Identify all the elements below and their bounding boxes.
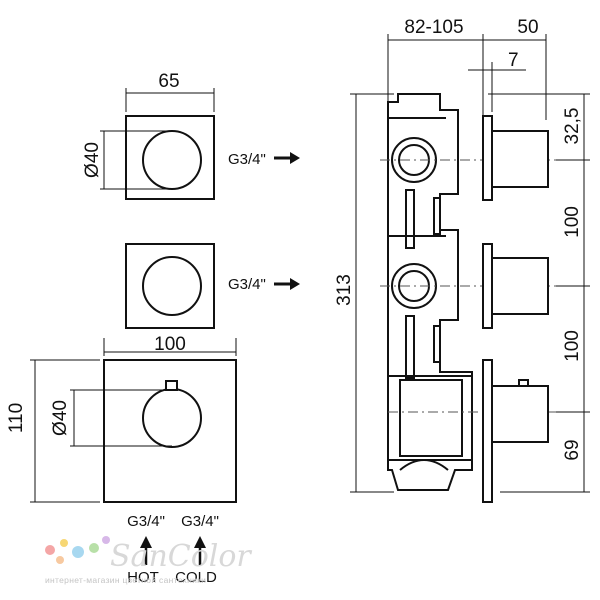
bottom-plate-dimensions <box>30 338 237 503</box>
bottom-plate-handle-tab <box>165 380 178 391</box>
bottom-plate-width-label: 100 <box>154 334 186 355</box>
bottom-plate-diameter-label: Ø40 <box>50 400 71 436</box>
hot-inlet-arrow-icon <box>140 536 152 565</box>
middle-connection-arrow-icon <box>274 278 300 290</box>
side-view-dimension-lines <box>350 34 590 493</box>
valve-cartridge-slot-1 <box>405 189 415 249</box>
plate-depth-label: 50 <box>517 17 538 38</box>
top-plate-diameter-label: Ø40 <box>82 142 103 178</box>
bottom-handle-tab-side <box>518 379 529 387</box>
spacing-1-label: 100 <box>562 206 583 238</box>
valve-cartridge-slot-2 <box>405 315 415 379</box>
top-plate-dimensions <box>100 88 215 190</box>
wall-plates <box>482 115 493 503</box>
watermark-brand: SanColor <box>110 539 252 574</box>
middle-plate-handle <box>142 256 202 316</box>
wall-plate-middle <box>482 243 493 329</box>
top-plate-front-view <box>125 115 215 200</box>
handles-side-view <box>491 130 549 443</box>
watermark: SanColor интернет-магазин цветной сантех… <box>45 536 252 585</box>
top-plate-outline <box>125 115 215 200</box>
valve-side-fin-2 <box>433 325 441 363</box>
middle-plate-outline <box>125 243 215 329</box>
hot-label: HOT <box>127 569 159 586</box>
cold-inlet-arrow-icon <box>194 536 206 565</box>
bottom-plate-outline <box>103 359 237 503</box>
plate-thickness-label: 7 <box>508 50 519 71</box>
middle-plate-connection-label: G3/4" <box>228 276 266 293</box>
spacing-2-label: 100 <box>562 330 583 362</box>
watermark-tagline: интернет-магазин цветной сантехники <box>45 575 206 585</box>
bottom-plate-handle <box>142 388 202 448</box>
top-connection-arrow-icon <box>274 152 300 164</box>
valve-body-outline <box>387 93 473 491</box>
cold-connection-label: G3/4" <box>181 513 219 530</box>
bottom-handle-side <box>491 385 549 443</box>
top-plate-connection-label: G3/4" <box>228 151 266 168</box>
watermark-dots-icon <box>45 536 110 564</box>
top-plate-handle <box>142 130 202 190</box>
bottom-plate-height-label: 110 <box>6 403 27 433</box>
top-handle-side <box>491 130 549 188</box>
depth-label: 82-105 <box>404 17 463 38</box>
valve-body-side-view <box>387 93 473 491</box>
bottom-offset-label: 69 <box>562 439 583 460</box>
valve-side-fin-1 <box>433 197 441 235</box>
wall-plate-bottom <box>482 359 493 503</box>
middle-plate-front-view <box>125 243 215 329</box>
bottom-plate-front-view <box>103 359 237 503</box>
valve-lower-housing <box>399 379 463 457</box>
valve-body-base <box>399 459 449 471</box>
total-height-label: 313 <box>334 274 355 306</box>
top-plate-width-label: 65 <box>158 71 179 92</box>
hot-connection-label: G3/4" <box>127 513 165 530</box>
wall-plate-top <box>482 115 493 201</box>
top-offset-label: 32,5 <box>562 108 583 145</box>
cold-label: COLD <box>175 569 217 586</box>
middle-handle-side <box>491 257 549 315</box>
